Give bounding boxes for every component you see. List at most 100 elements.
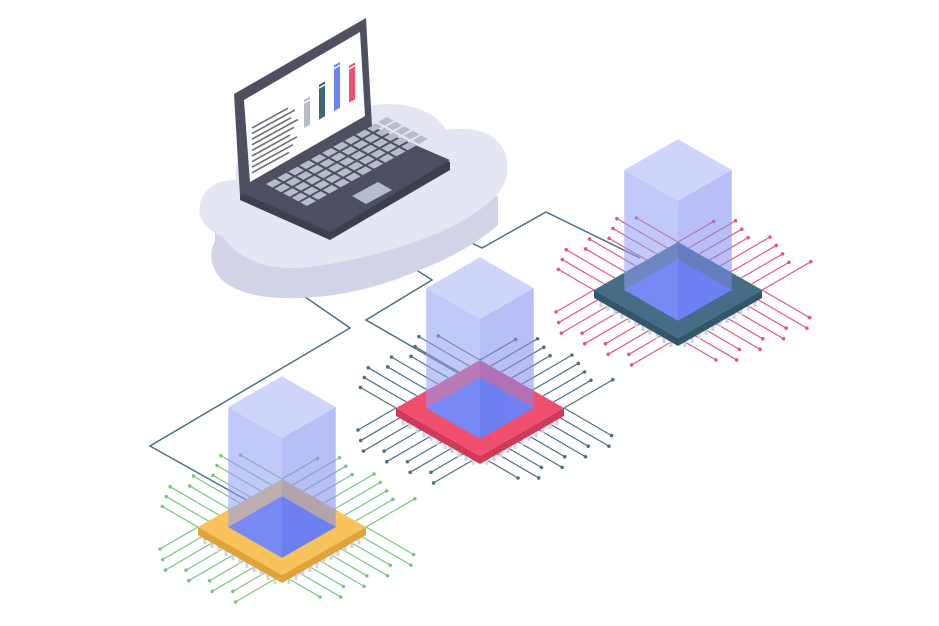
data-block-left-face (426, 288, 480, 439)
trace-pad (408, 470, 413, 475)
trace-pad (391, 497, 395, 502)
data-block-right-face (678, 170, 732, 321)
chip-pin (683, 338, 687, 347)
chip-pin (711, 322, 715, 331)
trace-pad (615, 216, 619, 221)
chip-pin (634, 318, 638, 327)
chip-pin (415, 424, 419, 433)
screen-text-line (251, 117, 292, 140)
trace-pad (358, 385, 363, 390)
chip-pin (443, 440, 447, 449)
screen-text-line (251, 143, 294, 168)
keyboard-key (395, 126, 411, 135)
chip-pin (231, 551, 235, 560)
trace-pad (405, 459, 410, 464)
chip-pin (343, 543, 347, 552)
chip-pin (599, 298, 603, 307)
chip-pin (322, 555, 326, 564)
chip-pin (315, 559, 319, 568)
circuit-trace (730, 244, 777, 273)
chip-pin (245, 559, 249, 568)
circuit-trace (730, 307, 784, 340)
trace-pad (809, 259, 813, 264)
trace-pad (516, 476, 520, 480)
chip-pin (329, 551, 333, 560)
trace-pad (582, 370, 587, 374)
microchip-group (158, 139, 813, 604)
trace-pad (341, 584, 346, 589)
keyboard-key (381, 143, 397, 152)
trace-pad (207, 578, 212, 583)
keyboard-key (325, 174, 341, 183)
trace-pad (191, 474, 196, 478)
circuit-trace (553, 413, 610, 447)
circuit-trace (555, 289, 595, 313)
trace-pad (570, 353, 574, 357)
trace-pad (560, 465, 564, 470)
screen-text-line (251, 126, 295, 152)
chip-pin (527, 432, 531, 441)
trace-pad (211, 473, 215, 478)
trace-pad (542, 345, 546, 350)
chip-pin (534, 428, 538, 437)
chip-pin (606, 302, 610, 311)
keyboard-key (322, 148, 338, 157)
trace-pad (187, 578, 191, 583)
circuit-trace (542, 371, 585, 397)
screen-bar (334, 66, 340, 112)
connector-line-yellow (148, 291, 352, 503)
trace-pad (362, 375, 367, 380)
trace-pad (583, 341, 587, 346)
keyboard-key (353, 140, 369, 149)
keyboard-key (350, 151, 366, 160)
chip-pin (350, 539, 354, 548)
trace-pad (737, 347, 742, 352)
keyboard-key (291, 192, 308, 202)
trace-pad (548, 353, 552, 358)
data-block-left-face (624, 170, 678, 321)
trace-pad (385, 459, 389, 464)
circuit-trace (751, 295, 808, 329)
keyboard-key (412, 135, 428, 144)
trace-pad (740, 227, 744, 231)
circuit-trace (313, 556, 365, 587)
circuit-trace (365, 498, 416, 528)
keyboard-key (384, 132, 400, 141)
trace-pad (158, 547, 162, 551)
keyboard-key (386, 121, 403, 131)
keyboard-key (334, 178, 350, 188)
trace-pad (586, 444, 590, 449)
keyboard-key (366, 123, 383, 132)
circuit-trace (387, 366, 428, 391)
trace-pad (385, 365, 390, 369)
trace-pad (560, 257, 565, 262)
circuit-trace (532, 425, 586, 458)
keyboard-key (297, 171, 313, 180)
trace-pad (233, 600, 238, 604)
trace-pad (556, 320, 561, 325)
chip-pin (203, 535, 207, 544)
circuit-trace (189, 485, 230, 510)
chip-pin (357, 535, 361, 544)
keyboard-key (274, 183, 291, 193)
trace-pad (587, 237, 592, 241)
data-block (624, 139, 732, 321)
trace-pad (411, 552, 416, 557)
trace-pad (338, 595, 343, 599)
trace-pad (780, 252, 785, 256)
chip-pin (662, 334, 666, 343)
trace-pad (583, 454, 588, 459)
chip-yellow (158, 376, 417, 604)
keyboard-key (333, 141, 349, 151)
chip-pin (746, 302, 750, 311)
trace-pad (210, 589, 214, 594)
trace-pad (758, 347, 762, 352)
screen-bar-cap (319, 81, 325, 88)
laptop-icon (234, 18, 450, 240)
trace-pad (611, 377, 615, 382)
trace-pad (413, 344, 417, 349)
circuit-trace (709, 319, 761, 350)
keyboard-key (359, 155, 375, 165)
chip-pin (641, 322, 645, 331)
